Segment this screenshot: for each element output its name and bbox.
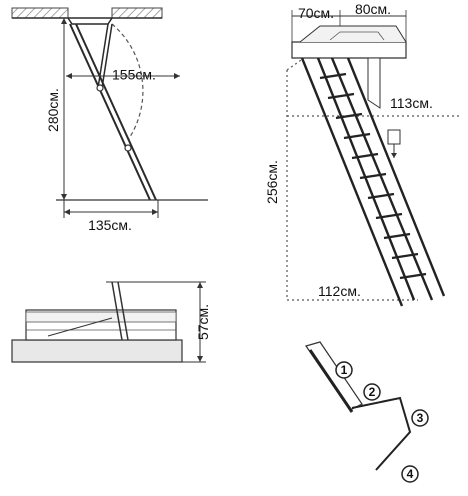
perspective-view: 70см. 80см. 256см. 113см. 112см.	[264, 1, 460, 307]
box-width-a-label: 70см.	[298, 5, 334, 21]
ceiling-height-label: 280см.	[45, 88, 61, 132]
floor-span-label: 112см.	[318, 283, 361, 299]
step-badge-3: 3	[411, 409, 429, 427]
closed-box-view: 57см.	[11, 281, 211, 363]
svg-text:1: 1	[341, 363, 348, 377]
side-view: 155см. 280см. 135см.	[11, 7, 208, 233]
step-sequence: 1 2 3 4	[305, 341, 429, 483]
step-badge-2: 2	[363, 383, 381, 401]
ceiling-hatch-left	[11, 7, 69, 19]
box-width-b-label: 80см.	[355, 1, 391, 17]
svg-text:4: 4	[407, 467, 414, 481]
ladder-height-label: 256см.	[264, 160, 280, 204]
fold-width-label: 155см.	[112, 67, 156, 83]
step-badge-4: 4	[401, 465, 419, 483]
floor-depth-label: 135см.	[88, 217, 132, 233]
box-height-label: 57см.	[195, 304, 211, 340]
reach-label: 113см.	[390, 95, 433, 111]
svg-text:2: 2	[369, 385, 376, 399]
swing-arc	[111, 23, 144, 141]
ceiling-hatch-right	[111, 7, 163, 19]
svg-text:3: 3	[417, 411, 424, 425]
step-badge-1: 1	[335, 361, 353, 379]
